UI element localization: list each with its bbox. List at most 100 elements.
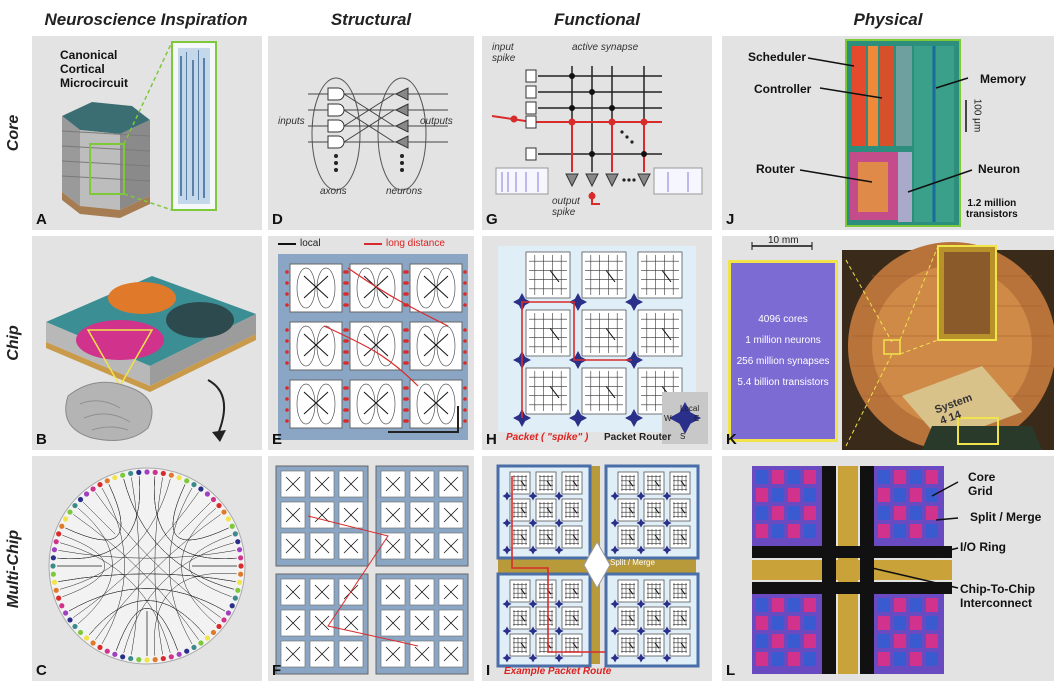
router-icon [610,491,620,501]
connectome-node [232,531,238,537]
connectome-node [77,629,84,636]
inputs-label: inputs [278,116,305,127]
connectome-node [62,610,69,616]
core-tile [788,488,800,502]
core-tile [894,616,906,630]
router-icon [554,491,564,501]
transistor-count-label: 1.2 million transistors [966,198,1018,220]
packet-spike-label: Packet ( "spike" ) [506,432,589,443]
connectome-node [53,539,59,545]
router-icon [636,491,646,501]
mini-core [643,498,665,522]
connectome-edge [115,608,179,651]
connectome-node [144,469,150,475]
router-icon [554,626,564,636]
core-tile [788,652,800,666]
connectome-node [59,523,65,529]
router-icon [610,653,620,663]
multichip-structure-grid [275,465,469,675]
router-icon [554,599,564,609]
connectome-node [229,523,235,529]
structural-core-block [349,263,403,313]
structural-core-block [349,379,403,429]
chip-stats-box: 4096 cores 1 million neurons 256 million… [728,260,838,442]
panel-letter-g: G [486,211,498,228]
core-tile [804,598,816,612]
controller-label: Controller [754,82,812,96]
crossbar-diagram [491,66,703,205]
core-tile [878,652,890,666]
core-tile [910,524,922,538]
panel-letter-h: H [486,431,497,448]
connectome-node [191,644,197,651]
core-tile [788,616,800,630]
router-icon [528,545,538,555]
connectome-node [221,509,227,515]
connectome-node [50,555,56,561]
mini-core [535,579,557,603]
router-icon [569,293,587,311]
core-structure-diagram [308,77,448,191]
connectome-node [112,651,118,657]
core-tile [926,524,938,538]
panel-letter-c: C [36,662,47,679]
connectome-edge [189,534,232,598]
stat-synapses: 256 million synapses [736,356,830,367]
mini-core [617,471,639,495]
connectome-node [152,469,158,475]
core-tile [756,616,768,630]
mini-core [669,525,691,549]
core-tile [772,506,784,520]
callout-line [935,517,959,521]
connectome-node [72,623,78,630]
core-tile [756,524,768,538]
panel-k-physical-chip: 10 mm 4096 cores 1 million neurons 256 m… [722,236,1054,450]
core-tile [772,524,784,538]
connectome-edge [58,550,236,559]
mini-core [643,525,665,549]
multichip-routing-grid [482,456,712,681]
mini-core [561,633,583,657]
connectome-edge [68,588,226,612]
connectome-node [168,472,174,478]
connectome-node [97,644,103,651]
router-icon [528,653,538,663]
mini-core [669,498,691,522]
neuron-label: Neuron [978,162,1020,176]
core-tile [894,598,906,612]
row-header-multichip: Multi-Chip [5,529,23,608]
panel-h-functional-chip: Packet ( "spike" ) Packet Router Local W… [482,236,712,450]
connectome-edge [101,487,125,645]
core-tile [926,470,938,484]
connectome-node [176,475,182,481]
connectome-node [184,648,190,654]
connectome-node [90,486,96,492]
core-die-photo [799,39,973,227]
core-tile [756,652,768,666]
output-spike-label: output spike [552,196,580,218]
router-icon [502,599,512,609]
mini-core [643,579,665,603]
structural-core-block [409,263,463,313]
router-label: Router [756,162,795,176]
connectome-node [176,651,182,657]
connectome-edge [83,502,116,535]
connectome-node [216,502,222,509]
connectome-node [229,603,235,609]
router-icon [569,409,587,427]
connectome-edge [153,572,237,656]
connectome-node [120,654,126,660]
mini-core [581,251,627,299]
panel-letter-k: K [726,431,737,448]
mini-core [509,579,531,603]
router-icon [528,599,538,609]
panel-letter-a: A [36,211,47,228]
core-tile [878,506,890,520]
mini-core [581,309,627,357]
panel-a-cortical-microcircuit: Canonical Cortical Microcircuit A [32,36,262,230]
router-icon [610,518,620,528]
connectome-edge [131,477,140,655]
example-route-label: Example Packet Route [504,666,612,677]
input-spike-label: input spike [492,42,516,64]
router-s-label: S [680,432,686,441]
